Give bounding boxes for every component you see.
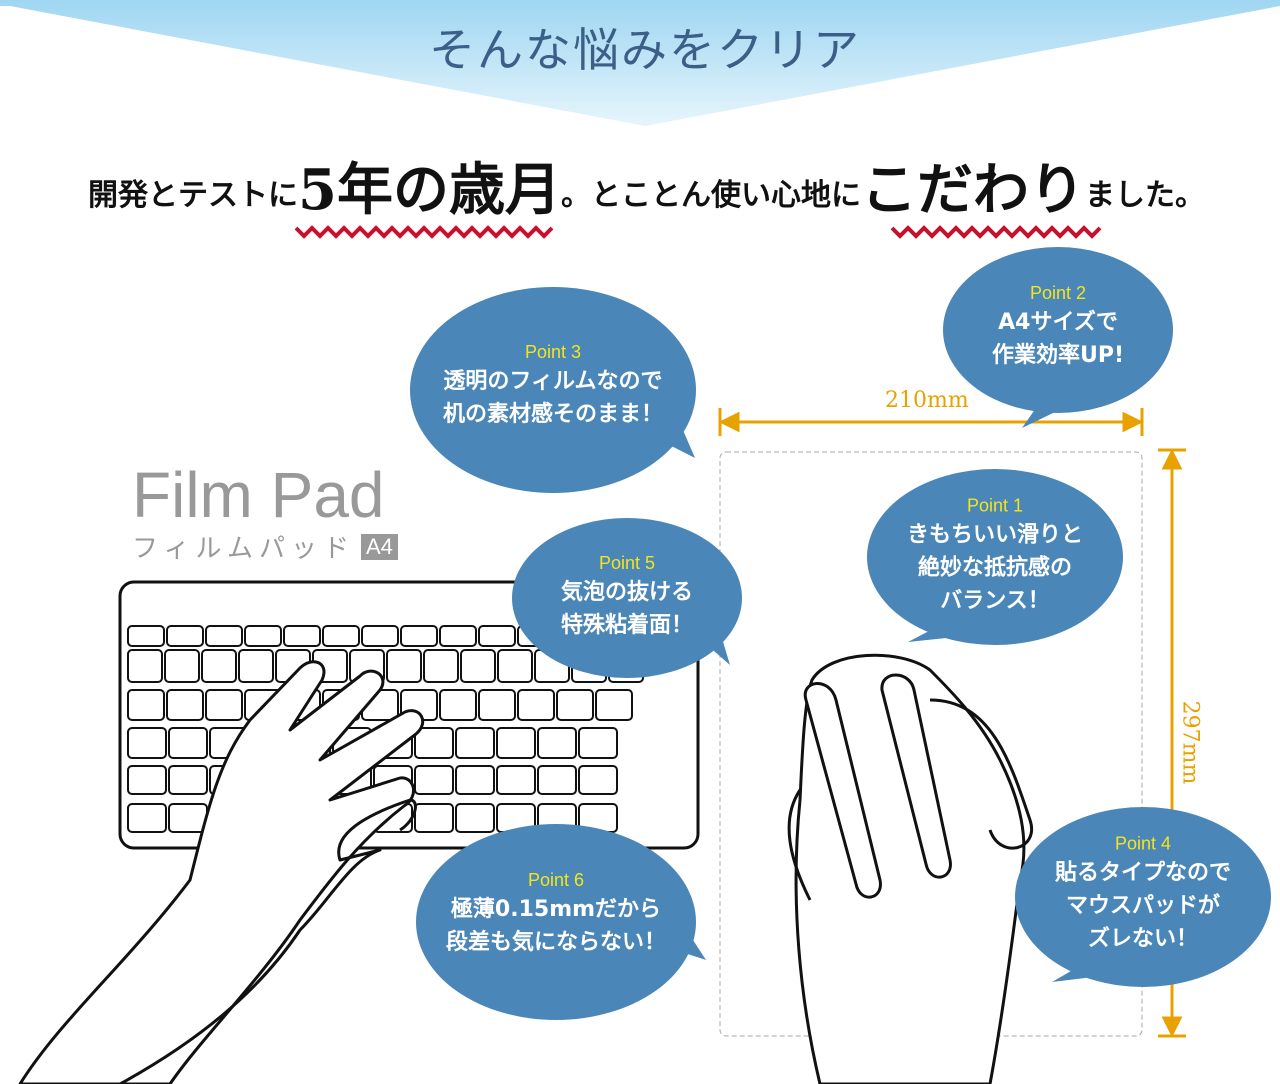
film-pad-outline <box>719 451 1143 1037</box>
keyboard-key <box>127 765 167 795</box>
keyboard-key <box>455 803 495 833</box>
point-line: 作業効率UP! <box>991 343 1125 368</box>
keyboard-key <box>127 727 167 759</box>
hand-on-mouse-illustration <box>787 653 1034 1084</box>
width-label: 210mm <box>885 388 969 413</box>
keyboard-key <box>166 625 204 647</box>
point-5-text: Point 5 気泡の抜ける 特殊粘着面！ <box>561 550 693 642</box>
point-line: ズレない！ <box>1087 926 1199 952</box>
keyboard-key <box>127 803 167 833</box>
keyboard-key <box>414 803 454 833</box>
keyboard-key <box>386 649 422 683</box>
point-4-text: Point 4 貼るタイプなので マウスパッドが ズレない！ <box>1055 831 1231 956</box>
keyboard-key <box>478 625 516 647</box>
keyboard-key <box>322 625 360 647</box>
point-line: 気泡の抜ける <box>560 580 694 605</box>
keyboard-key <box>460 649 496 683</box>
keyboard-key <box>205 625 243 647</box>
headline-part2: 。とことん使い心地に <box>560 178 861 213</box>
size-badge: A4 <box>360 533 398 560</box>
keyboard-key <box>127 649 163 683</box>
keyboard-key <box>164 649 200 683</box>
keyboard-key <box>127 689 165 721</box>
point-2-text: Point 2 A4サイズで 作業効率UP! <box>992 280 1124 372</box>
keyboard-key <box>361 625 399 647</box>
keyboard-key <box>168 727 208 759</box>
keyboard-key <box>168 765 208 795</box>
point-label: Point 6 <box>527 870 585 890</box>
keyboard-key <box>168 803 208 833</box>
headline: 開発とテストに 5年の歳月 。とことん使い心地に こだわり ました。 <box>88 158 1205 222</box>
keyboard-key <box>478 689 516 721</box>
point-line: マウスパッドが <box>1065 893 1221 919</box>
keyboard-key <box>205 689 243 721</box>
keyboard-key <box>244 625 282 647</box>
headline-emphasis1: 5年の歳月 <box>298 157 561 223</box>
banner-ribbon <box>0 0 1280 126</box>
bubble-point-3 <box>410 287 696 493</box>
bubble-point-6 <box>416 824 706 1020</box>
keyboard-key <box>556 689 594 721</box>
point-1-text: Point 1 きもちいい滑りと 絶妙な抵抗感の バランス！ <box>907 493 1083 618</box>
keyboard-key <box>455 765 495 795</box>
keyboard-key <box>455 727 495 759</box>
keyboard-key <box>496 765 536 795</box>
banner-title: そんな悩みをクリア <box>429 23 861 77</box>
point-line: 特殊粘着面！ <box>560 613 694 638</box>
width-dimension-arrow <box>718 408 1144 436</box>
brand-kana: フィルムパッド <box>132 534 355 564</box>
point-line: バランス！ <box>940 588 1050 614</box>
point-label: Point 4 <box>1114 833 1172 854</box>
keyboard-key <box>238 649 274 683</box>
point-line: A4サイズで <box>998 310 1118 335</box>
keyboard-key <box>595 689 633 721</box>
wave-underline-2 <box>890 225 1102 239</box>
point-line: 絶妙な抵抗感の <box>917 555 1073 581</box>
brand-name: Film Pad <box>132 459 385 531</box>
point-3-text: Point 3 透明のフィルムなので 机の素材感そのまま！ <box>443 339 663 431</box>
bubble-point-2 <box>943 247 1173 428</box>
keyboard-key <box>166 689 204 721</box>
keyboard-key <box>423 649 459 683</box>
keyboard-key <box>201 649 237 683</box>
point-label: Point 1 <box>966 495 1024 516</box>
headline-part1: 開発とテストに <box>88 178 298 213</box>
point-line: 極薄0.15mmだから <box>450 897 662 922</box>
keyboard-key <box>537 765 577 795</box>
point-label: Point 5 <box>598 553 656 573</box>
point-line: 貼るタイプなので <box>1054 860 1232 886</box>
keyboard-key <box>439 625 477 647</box>
headline-emphasis2: こだわり <box>860 157 1085 223</box>
keyboard-key <box>578 765 618 795</box>
keyboard-key <box>283 625 321 647</box>
wave-underline-1 <box>294 225 554 239</box>
point-6-text: Point 6 極薄0.15mmだから 段差も気にならない！ <box>446 867 666 959</box>
point-label: Point 2 <box>1029 283 1087 303</box>
speech-bubbles <box>410 247 1271 1020</box>
keyboard-key <box>537 727 577 759</box>
point-line: 机の素材感そのまま！ <box>442 402 664 427</box>
keyboard-key <box>517 689 555 721</box>
keyboard-key <box>439 689 477 721</box>
bubble-point-1 <box>867 469 1123 645</box>
point-label: Point 3 <box>524 342 582 362</box>
point-line: 透明のフィルムなので <box>443 369 663 394</box>
height-label: 297mm <box>1177 700 1203 785</box>
hands-typing-illustration <box>18 660 425 1084</box>
point-line: きもちいい滑りと <box>906 522 1084 548</box>
keyboard-key <box>127 625 165 647</box>
bubble-point-5 <box>512 518 742 678</box>
keyboard-key <box>578 727 618 759</box>
keyboard-key <box>400 625 438 647</box>
keyboard-key <box>497 649 533 683</box>
keyboard-key <box>496 727 536 759</box>
keyboard-key <box>414 765 454 795</box>
bubble-point-4 <box>1015 807 1271 987</box>
point-line: 段差も気にならない！ <box>445 930 667 955</box>
headline-part3: ました。 <box>1084 178 1205 213</box>
keyboard-key <box>414 727 454 759</box>
